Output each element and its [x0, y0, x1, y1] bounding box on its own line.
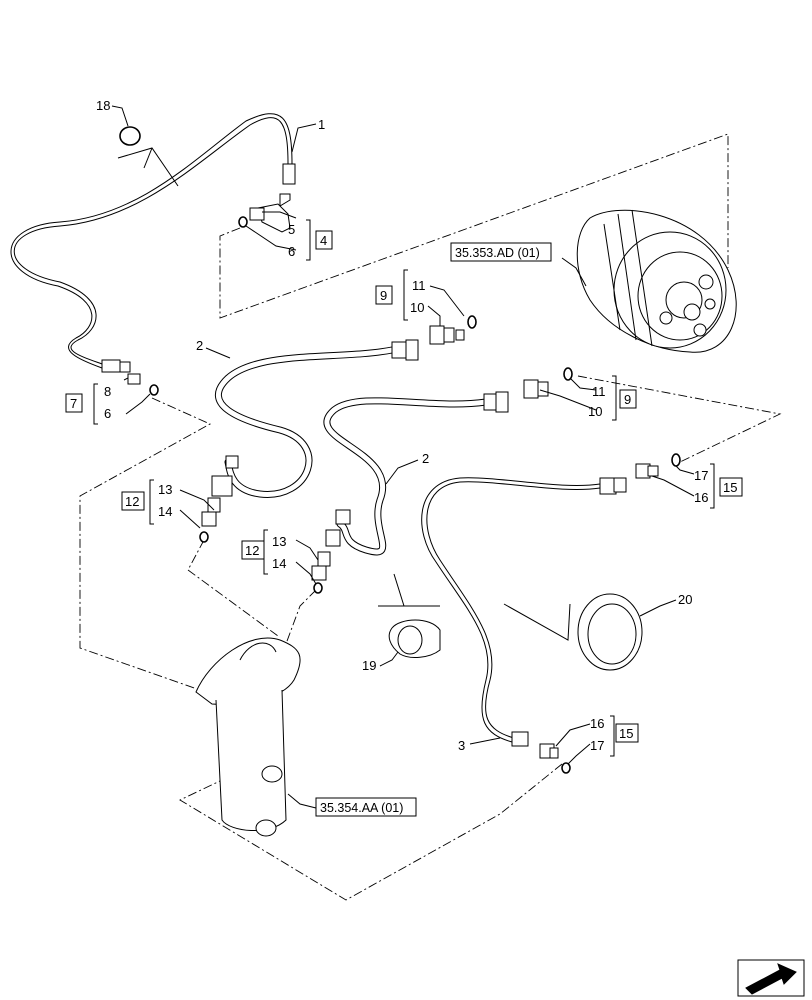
- leader-lines: [111, 105, 695, 809]
- brackets: [93, 219, 715, 757]
- o-ring-17-upper: [671, 453, 681, 467]
- kit-15-lower: 15: [615, 723, 639, 743]
- callout-20: 20: [678, 592, 692, 607]
- callout-18: 18: [96, 98, 110, 113]
- callout-3: 3: [458, 738, 465, 753]
- callout-11-lower: 11: [592, 384, 606, 399]
- svg-text:35.353.AD (01): 35.353.AD (01): [455, 246, 540, 260]
- callout-10-upper: 10: [410, 300, 424, 315]
- callout-10-lower: 10: [588, 404, 602, 419]
- fitting-10-upper-nut: [443, 327, 455, 343]
- callout-labels: 1 18 2 2 3 5 6 8 6 11 10 11 10 13 14 13 …: [96, 98, 708, 753]
- hose-2-upper: [201, 339, 419, 527]
- callout-16-lower: 16: [590, 716, 604, 731]
- callout-11-upper: 11: [412, 278, 426, 293]
- o-ring-14-left: [199, 531, 209, 543]
- fitting-16-upper-tip: [647, 465, 659, 477]
- view-marker-18: [117, 147, 179, 187]
- kit-9-upper: 9: [375, 285, 393, 305]
- svg-text:12: 12: [125, 494, 139, 509]
- svg-text:15: 15: [723, 480, 737, 495]
- callout-13-right: 13: [272, 534, 286, 549]
- o-ring-11-lower: [563, 367, 573, 381]
- fitting-10-lower-nut: [537, 381, 549, 397]
- kit-9-lower: 9: [619, 389, 637, 409]
- o-ring-6-lower: [149, 384, 159, 396]
- travel-motor: [576, 209, 737, 353]
- callout-16-upper: 16: [694, 490, 708, 505]
- view-marker-19: [378, 573, 405, 607]
- kit-12-left: 12: [121, 491, 145, 511]
- hose-1: [10, 113, 296, 373]
- svg-text:4: 4: [320, 233, 327, 248]
- o-ring-17-lower: [561, 762, 571, 774]
- reference-travel-motor[interactable]: 35.353.AD (01): [450, 242, 552, 262]
- kit-7: 7: [65, 393, 83, 413]
- reference-swivel-joint[interactable]: 35.354.AA (01): [315, 797, 417, 817]
- svg-text:35.354.AA (01): 35.354.AA (01): [320, 801, 403, 815]
- kit-boxes: 4 7 9 9 12 12 15 15: [65, 230, 743, 743]
- svg-text:9: 9: [380, 288, 387, 303]
- callout-2-lower: 2: [422, 451, 429, 466]
- kit-15-upper: 15: [719, 477, 743, 497]
- callout-6-lower: 6: [104, 406, 111, 421]
- connection-lines: [79, 133, 782, 901]
- kit-4: 4: [315, 230, 333, 250]
- callout-8: 8: [104, 384, 111, 399]
- fitting-5: [249, 207, 265, 221]
- svg-text:9: 9: [624, 392, 631, 407]
- callout-14-right: 14: [272, 556, 286, 571]
- fitting-10-upper: [429, 325, 445, 345]
- svg-text:7: 7: [70, 396, 77, 411]
- swivel-joint: [195, 637, 301, 837]
- o-ring-11-upper: [467, 315, 477, 329]
- o-ring-14-right: [313, 582, 323, 594]
- callout-19: 19: [362, 658, 376, 673]
- callout-1: 1: [318, 117, 325, 132]
- fitting-8: [127, 373, 141, 385]
- fitting-10-lower: [523, 379, 539, 399]
- view-marker-20: [503, 603, 571, 641]
- hose-2-lower: [311, 391, 509, 581]
- callout-2-upper: 2: [196, 338, 203, 353]
- o-ring-6-upper: [238, 216, 248, 228]
- fitting-10-upper-tip: [455, 329, 465, 341]
- ring-20: [577, 593, 643, 671]
- svg-text:12: 12: [245, 543, 259, 558]
- kit-12-right: 12: [241, 540, 265, 560]
- callout-17-lower: 17: [590, 738, 604, 753]
- clamp-19: [388, 619, 441, 658]
- seal-18: [119, 126, 141, 146]
- callout-5: 5: [288, 222, 295, 237]
- callout-6-upper: 6: [288, 244, 295, 259]
- arrow-next-page-icon[interactable]: [737, 959, 805, 997]
- callout-17-upper: 17: [694, 468, 708, 483]
- hose-3: [421, 477, 627, 759]
- callout-13-left: 13: [158, 482, 172, 497]
- callout-14-left: 14: [158, 504, 172, 519]
- svg-text:15: 15: [619, 726, 633, 741]
